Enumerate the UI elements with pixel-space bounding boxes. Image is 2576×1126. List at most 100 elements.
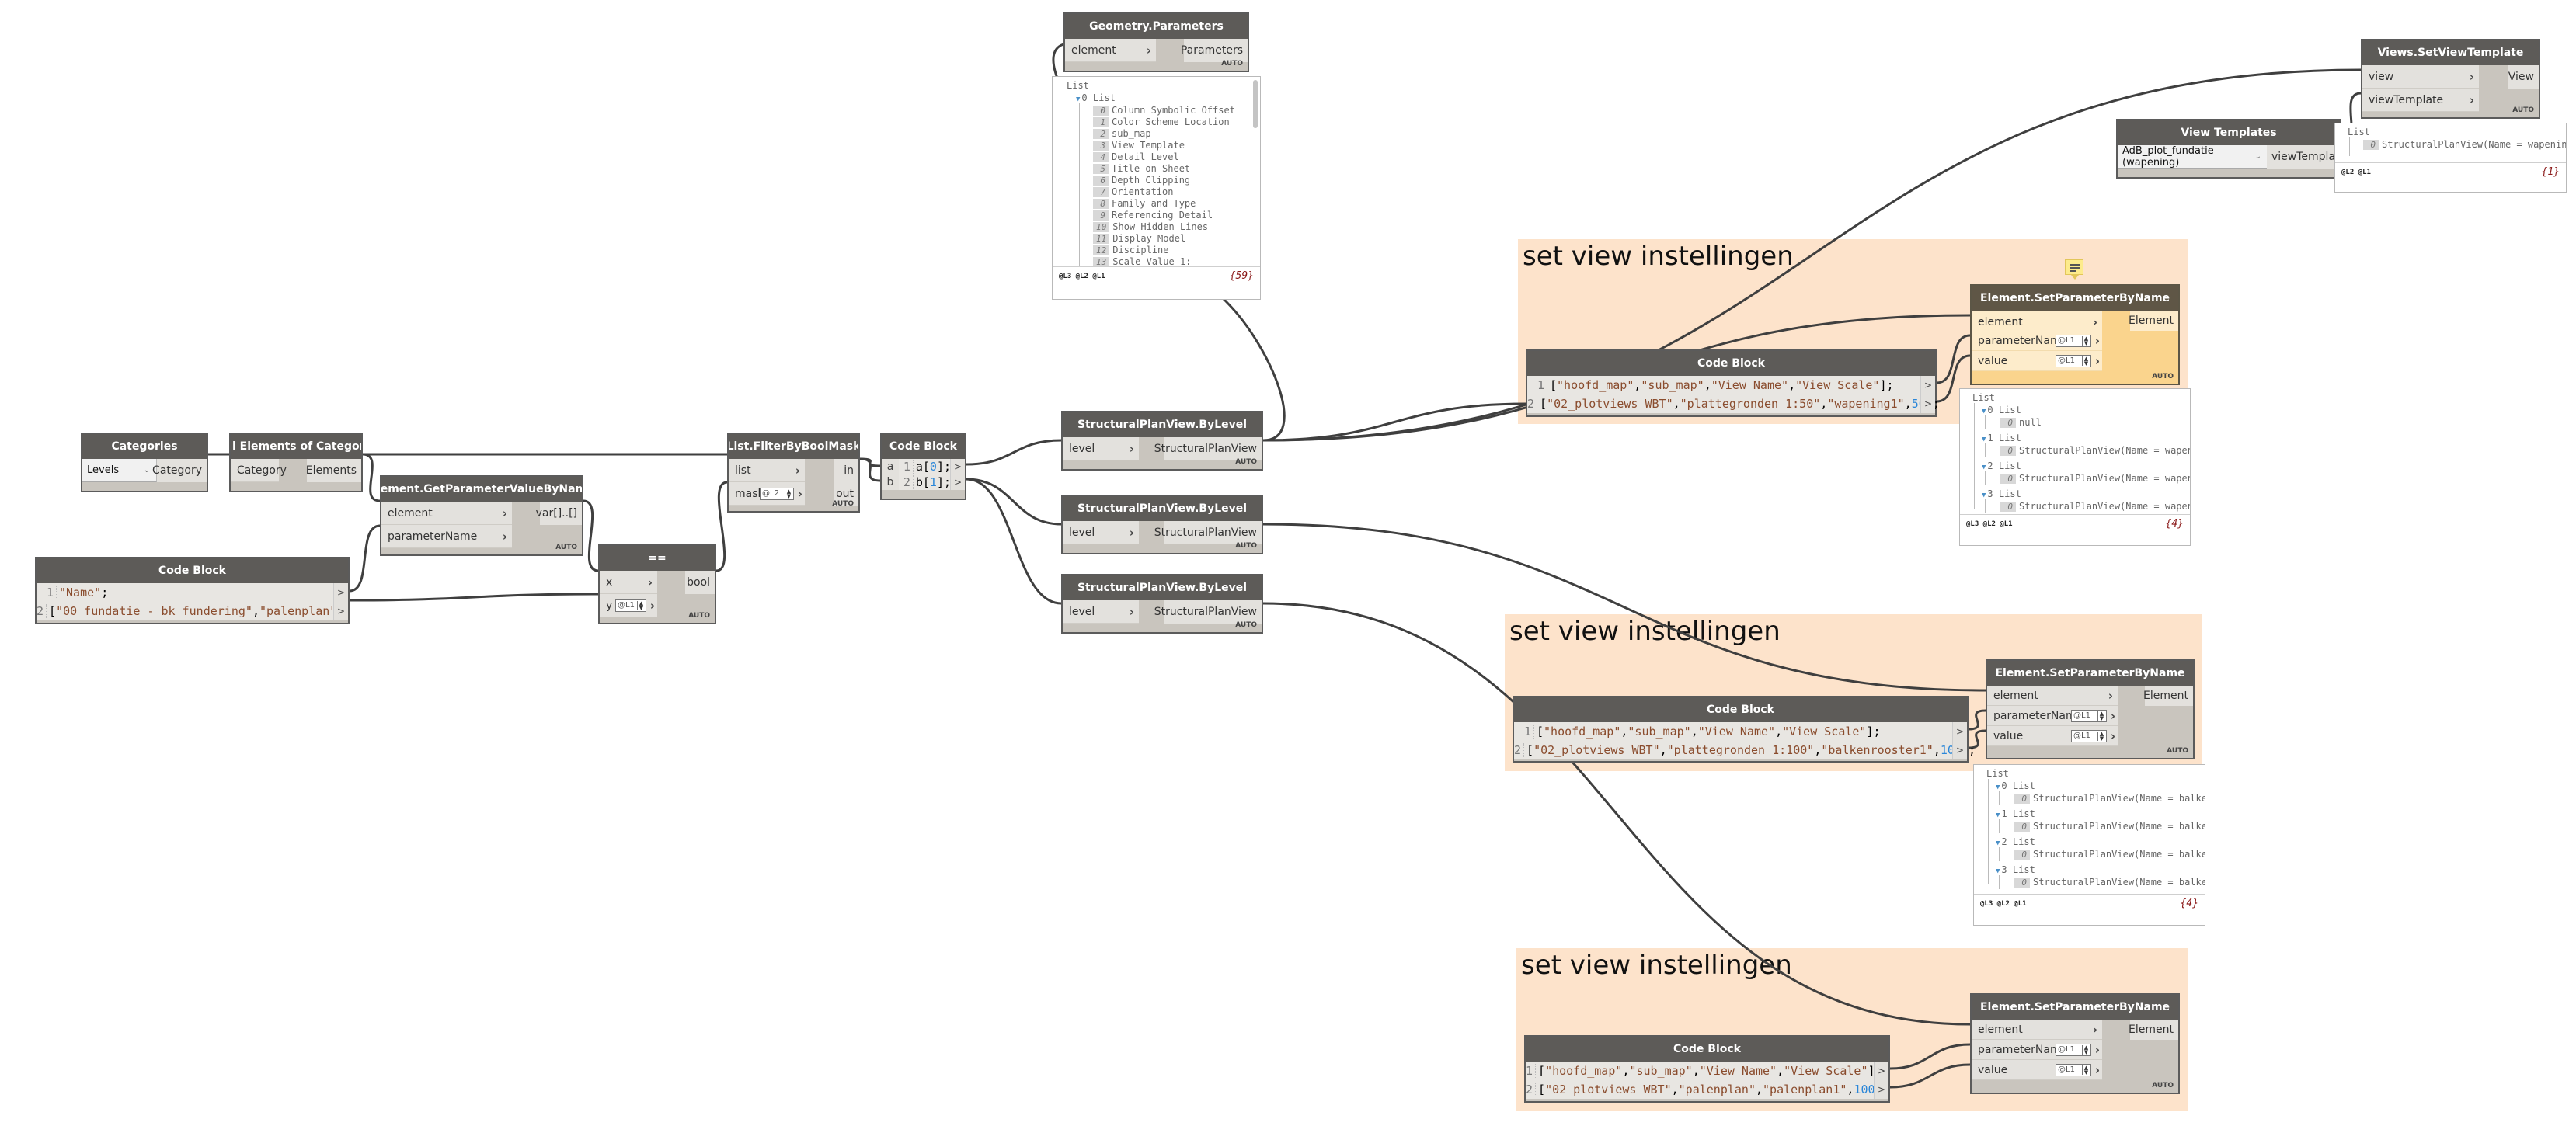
list-node[interactable]: ▼0 List xyxy=(1076,92,1116,103)
level-selector[interactable]: @L2▲▼ xyxy=(760,487,794,500)
input-port-element[interactable]: element› xyxy=(1972,1020,2102,1040)
categories-node[interactable]: Categories Levels ⌄ Category xyxy=(81,433,208,492)
spinner-icon[interactable]: ▲▼ xyxy=(785,488,792,499)
wire-spv1-to-group-1[interactable] xyxy=(1262,402,1526,442)
code-line[interactable]: 2["02_plotviews WBT","plattegronden 1:50… xyxy=(1527,394,1940,413)
structural-plan-view-node-3[interactable]: StructuralPlanView.ByLevel level› Struct… xyxy=(1061,574,1263,634)
input-port-x[interactable]: x› xyxy=(600,571,657,594)
list-node[interactable]: ▼0 List xyxy=(1996,780,2035,791)
wire-bool-to-filter-mask[interactable] xyxy=(715,481,728,572)
code-line[interactable]: 2["02_plotviews WBT","palenplan","palenp… xyxy=(1526,1080,1889,1099)
equals-node[interactable]: == x› y @L1▲▼ › bool AUTO xyxy=(598,544,716,624)
spinner-icon[interactable]: ▲▼ xyxy=(2082,1044,2090,1055)
output-port-view-template[interactable]: viewTemplate xyxy=(2267,145,2340,169)
input-port-mask[interactable]: mask @L2▲▼ › xyxy=(729,482,805,506)
output-port-out[interactable]: out xyxy=(834,482,858,506)
output-port-line-2[interactable]: > xyxy=(333,602,348,620)
output-port-in[interactable]: in xyxy=(834,459,858,482)
list-node[interactable]: ▼1 List xyxy=(1996,808,2035,819)
input-port-b[interactable]: b xyxy=(882,474,900,490)
level-selector[interactable]: @L1▲▼ xyxy=(2071,729,2107,742)
code-editor[interactable]: 1"Name";2["00 fundatie - bk fundering","… xyxy=(37,583,350,620)
output-port-line-1[interactable]: > xyxy=(1952,722,1967,741)
view-templates-node[interactable]: View Templates AdB_plot_fundatie (wapeni… xyxy=(2116,119,2341,179)
code-block-settings-2[interactable]: Code Block 1["hoofd_map","sub_map","View… xyxy=(1513,696,1976,763)
wire-values-to-equals-y[interactable] xyxy=(349,593,599,602)
output-port-bool[interactable]: bool xyxy=(685,571,715,594)
output-port-category[interactable]: Category xyxy=(152,459,207,482)
structural-plan-view-node-1[interactable]: StructuralPlanView.ByLevel level› Struct… xyxy=(1061,411,1263,471)
view-template-dropdown[interactable]: AdB_plot_fundatie (wapening) ⌄ xyxy=(2118,145,2268,169)
input-port-element[interactable]: element› xyxy=(381,502,512,525)
input-port-value[interactable]: value @L1▲▼ › xyxy=(1972,351,2102,371)
code-line[interactable]: 2["00 fundatie - bk fundering","palenpla… xyxy=(37,602,350,620)
wire-name-to-parameter-name[interactable] xyxy=(349,524,381,593)
input-port-parameter-name[interactable]: parameterName› xyxy=(381,525,512,548)
geometry-parameters-node[interactable]: Geometry.Parameters element› Parameters … xyxy=(1063,12,1249,72)
input-port-value[interactable]: value @L1▲▼ › xyxy=(1972,1060,2102,1080)
list-node[interactable]: ▼3 List xyxy=(1996,864,2035,875)
output-port-element[interactable]: Element xyxy=(2143,686,2193,706)
spinner-icon[interactable]: ▲▼ xyxy=(2097,711,2105,721)
input-port-parameter-name[interactable]: parameterName @L1▲▼ › xyxy=(1972,1040,2102,1060)
output-port-line-2[interactable]: > xyxy=(1952,741,1967,759)
level-selector[interactable]: @L1▲▼ xyxy=(2056,354,2091,367)
code-line[interactable]: 1["hoofd_map","sub_map","View Name","Vie… xyxy=(1527,376,1921,394)
input-port-y[interactable]: y @L1▲▼ › xyxy=(600,594,657,617)
input-port-list[interactable]: list› xyxy=(729,459,805,482)
input-port-level[interactable]: level› xyxy=(1063,600,1139,624)
list-node[interactable]: ▼2 List xyxy=(1982,460,2021,471)
code-line[interactable]: 1["hoofd_map","sub_map","View Name","Vie… xyxy=(1526,1062,1882,1080)
list-node[interactable]: ▼1 List xyxy=(1982,433,2021,443)
output-port-line-2[interactable]: > xyxy=(1920,394,1935,413)
input-port-parameter-name[interactable]: parameterName @L1▲▼ › xyxy=(1987,706,2118,726)
output-port-structural-plan-view[interactable]: StructuralPlanView xyxy=(1154,437,1262,460)
wire-get-param-to-equals-x[interactable] xyxy=(583,499,599,572)
set-parameter-node-2[interactable]: Element.SetParameterByName element› para… xyxy=(1986,659,2195,759)
wire-filter-in-to-code-b[interactable] xyxy=(859,457,881,482)
level-selector[interactable]: @L1▲▼ xyxy=(2071,709,2107,722)
filter-by-bool-mask-node[interactable]: List.FilterByBoolMask list› mask @L2▲▼ ›… xyxy=(727,433,860,513)
code-block-node[interactable]: Code Block 1"Name";2["00 fundatie - bk f… xyxy=(35,557,350,624)
output-port-structural-plan-view[interactable]: StructuralPlanView xyxy=(1154,600,1262,624)
output-port-element[interactable]: Element xyxy=(2129,311,2178,331)
input-port-level[interactable]: level› xyxy=(1063,521,1139,544)
input-port-view[interactable]: view› xyxy=(2362,65,2479,89)
input-port-view-template[interactable]: viewTemplate› xyxy=(2362,89,2479,112)
input-port-level[interactable]: level› xyxy=(1063,437,1139,460)
code-block-settings-3[interactable]: Code Block 1["hoofd_map","sub_map","View… xyxy=(1524,1035,1890,1103)
output-port-line-1[interactable]: > xyxy=(1920,376,1935,394)
output-port-elements[interactable]: Elements xyxy=(306,459,361,482)
structural-plan-view-node-2[interactable]: StructuralPlanView.ByLevel level› Struct… xyxy=(1061,495,1263,554)
spinner-icon[interactable]: ▲▼ xyxy=(637,600,645,610)
code-editor[interactable]: 1["hoofd_map","sub_map","View Name","Vie… xyxy=(1527,376,1940,413)
code-line[interactable]: 1["hoofd_map","sub_map","View Name","Vie… xyxy=(1514,722,1953,741)
output-port-var[interactable]: var[]..[] xyxy=(536,502,582,525)
output-port-structural-plan-view[interactable]: StructuralPlanView xyxy=(1154,521,1262,544)
input-port-element[interactable]: element› xyxy=(1987,686,2118,706)
code-block-settings-1[interactable]: Code Block 1["hoofd_map","sub_map","View… xyxy=(1526,349,1940,417)
code-editor[interactable]: 1["hoofd_map","sub_map","View Name","Vie… xyxy=(1514,722,1976,759)
spinner-icon[interactable]: ▲▼ xyxy=(2082,356,2090,366)
